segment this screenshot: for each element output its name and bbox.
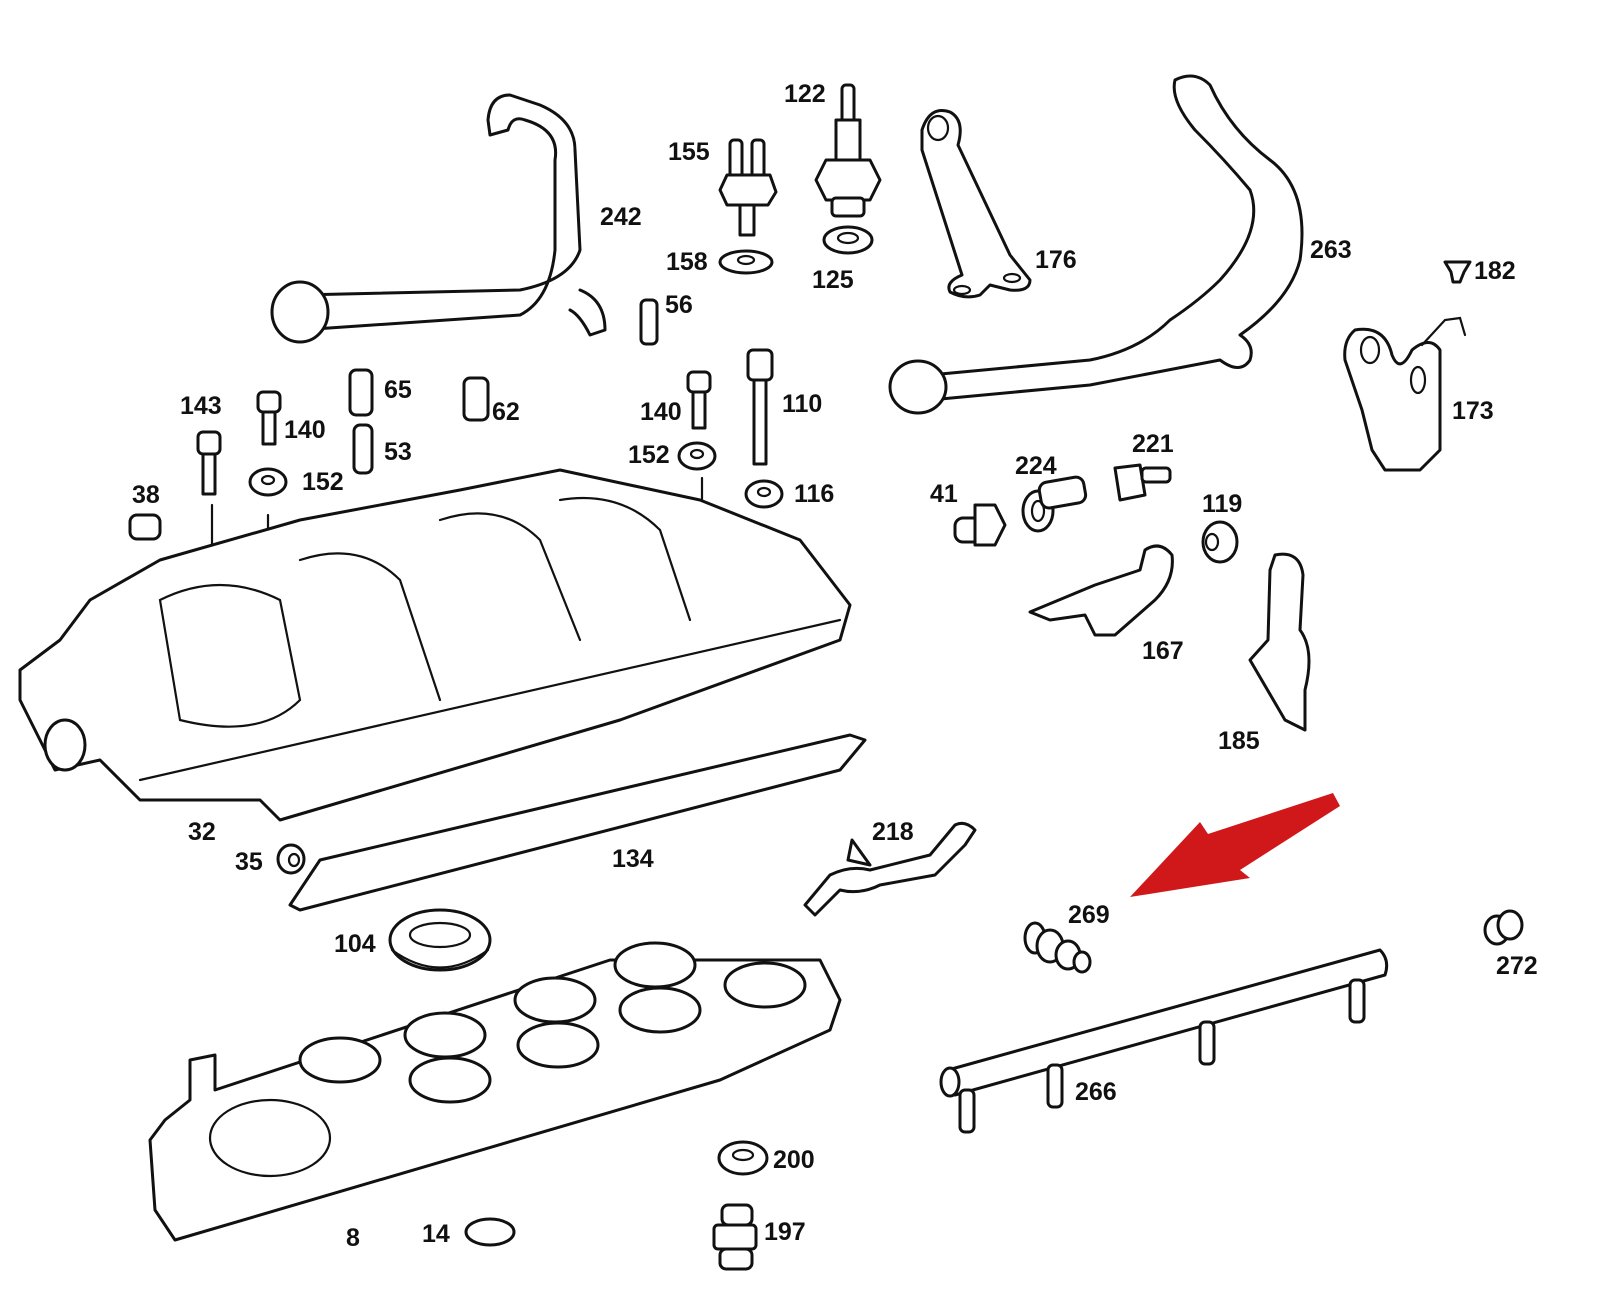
part-200-washer [717, 1140, 769, 1176]
part-65-pin [348, 368, 374, 417]
part-167-bracket [1028, 544, 1174, 637]
part-119-bushing [1201, 520, 1239, 564]
part-176-bracket [920, 109, 1032, 299]
label-176: 176 [1035, 246, 1077, 274]
label-173: 173 [1452, 397, 1494, 425]
label-218: 218 [872, 818, 914, 846]
label-140-left: 140 [284, 416, 326, 444]
label-152-left: 152 [302, 468, 344, 496]
label-125: 125 [812, 266, 854, 294]
part-104-seal [388, 908, 492, 972]
part-143-bolt [196, 430, 222, 496]
label-62: 62 [492, 398, 520, 426]
part-56-pin [639, 298, 659, 346]
label-41: 41 [930, 480, 958, 508]
part-122-temperature-sensor [814, 83, 882, 255]
part-272-plug [1483, 909, 1524, 946]
label-110: 110 [782, 390, 823, 418]
label-167: 167 [1142, 637, 1184, 665]
part-218-hose [803, 821, 977, 917]
part-263-coolant-pipe [888, 74, 1304, 415]
part-32-intake-manifold [18, 468, 852, 822]
part-116-washer [744, 479, 784, 509]
part-8-manifold-lower [148, 941, 842, 1242]
label-152-right: 152 [628, 441, 670, 469]
label-134: 134 [612, 845, 654, 873]
label-242: 242 [600, 203, 642, 231]
label-32: 32 [188, 818, 216, 846]
part-110-bolt [746, 348, 774, 466]
label-269: 269 [1068, 901, 1110, 929]
part-221-sensor [1037, 463, 1172, 510]
label-200: 200 [773, 1146, 815, 1174]
label-14: 14 [422, 1220, 450, 1248]
part-38-bushing [128, 513, 162, 541]
label-266: 266 [1075, 1078, 1117, 1106]
label-140-right: 140 [640, 398, 682, 426]
part-140-bolt-right [686, 370, 712, 430]
label-185: 185 [1218, 727, 1260, 755]
part-242-coolant-pipe [270, 93, 607, 344]
part-140-bolt-left [256, 390, 282, 446]
part-152-washer-left [248, 467, 288, 497]
label-143: 143 [180, 392, 222, 420]
label-155: 155 [668, 138, 710, 166]
label-35: 35 [235, 848, 263, 876]
part-35-grommet [276, 843, 306, 875]
label-119: 119 [1202, 490, 1243, 518]
label-224: 224 [1015, 452, 1057, 480]
part-266-fuel-rail [939, 948, 1389, 1134]
label-38: 38 [132, 481, 160, 509]
label-56: 56 [665, 291, 693, 319]
label-65: 65 [384, 376, 412, 404]
part-41-plug [953, 503, 1007, 547]
part-185-bracket [1248, 552, 1311, 732]
part-155-sensor [718, 138, 778, 275]
highlight-arrow [1130, 793, 1340, 897]
label-197: 197 [764, 1218, 806, 1246]
part-173-bracket [1343, 316, 1467, 472]
label-122: 122 [784, 80, 826, 108]
label-272: 272 [1496, 952, 1538, 980]
label-182: 182 [1474, 257, 1516, 285]
part-134-gasket [288, 733, 867, 912]
part-182-clip [1443, 260, 1472, 284]
part-152-washer-right [677, 441, 717, 471]
part-14-plug [464, 1217, 516, 1247]
part-62-cap [462, 376, 490, 422]
label-158: 158 [666, 248, 708, 276]
label-263: 263 [1310, 236, 1352, 264]
label-221: 221 [1132, 430, 1174, 458]
label-8: 8 [346, 1224, 360, 1252]
part-197-plug [712, 1203, 758, 1271]
label-116: 116 [794, 480, 835, 508]
part-269-fitting [1023, 921, 1092, 974]
label-104: 104 [334, 930, 376, 958]
part-53-pin [352, 423, 374, 475]
label-53: 53 [384, 438, 412, 466]
